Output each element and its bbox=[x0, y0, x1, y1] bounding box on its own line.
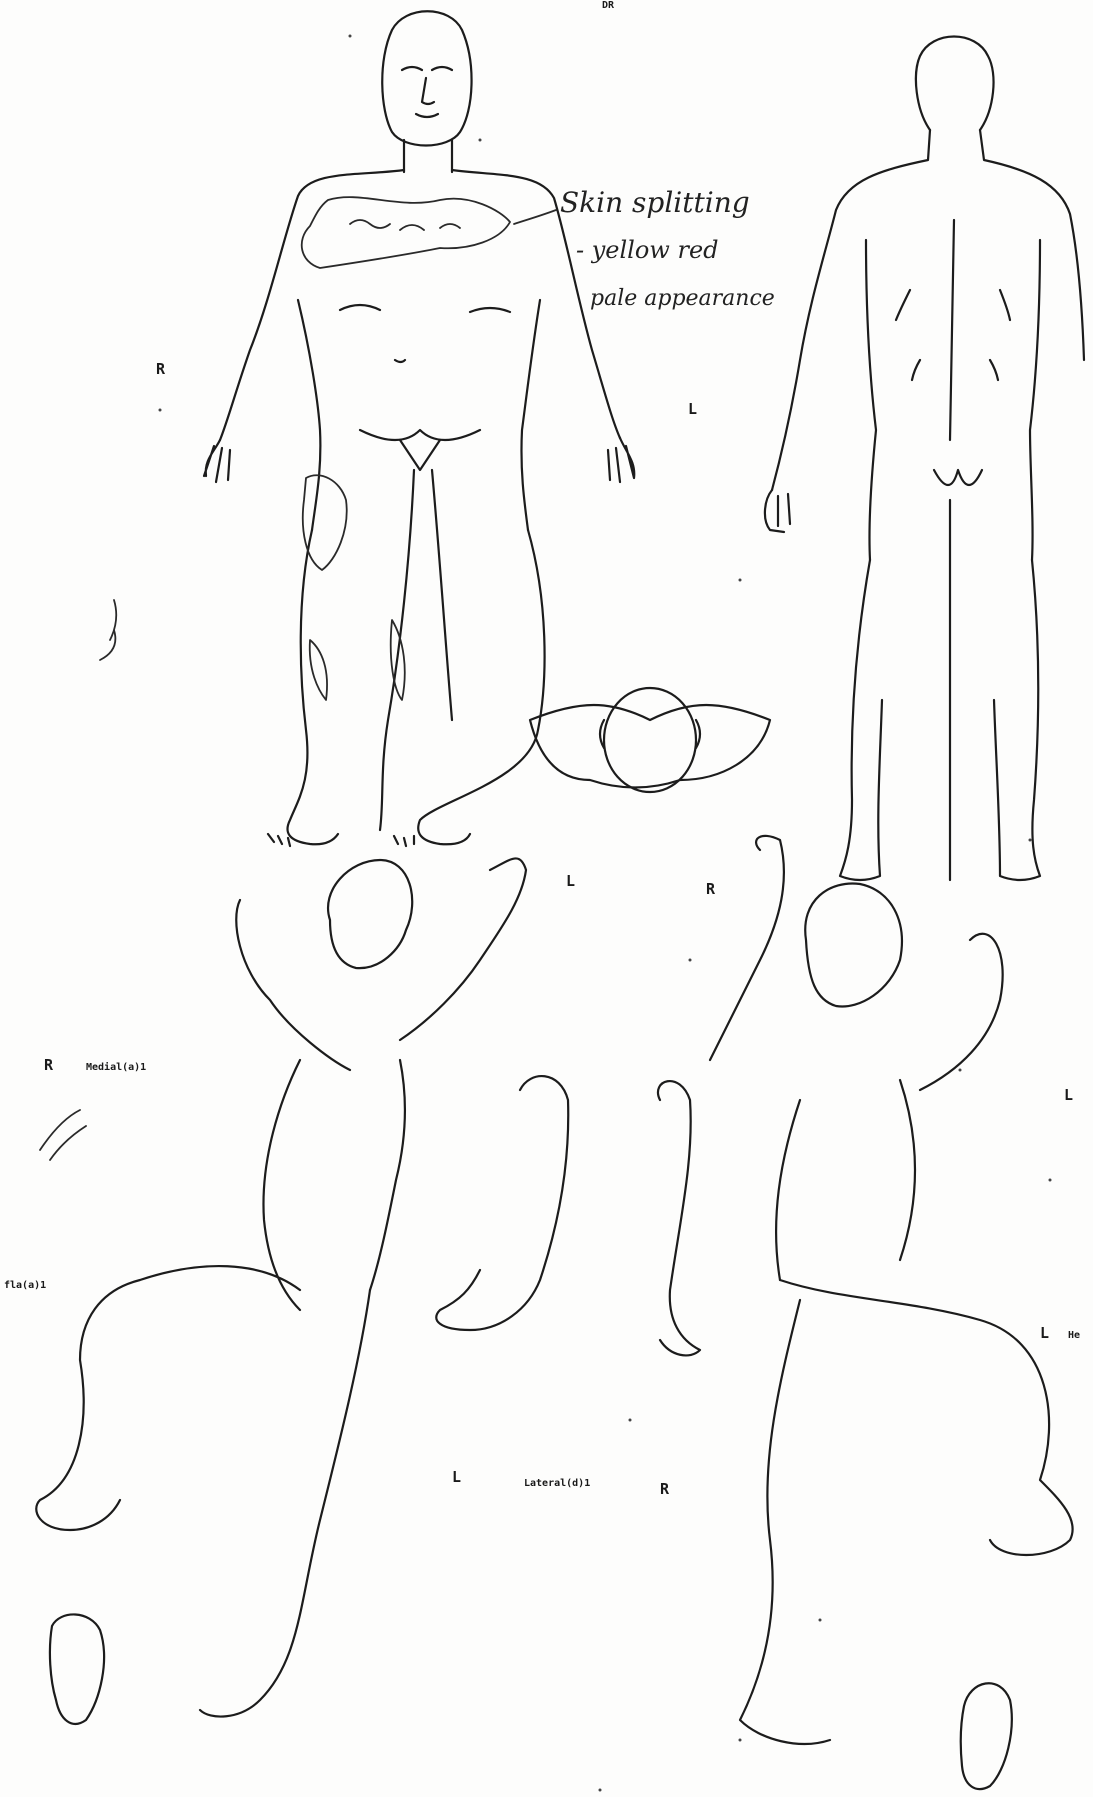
lateral-left-top-label: L bbox=[566, 872, 575, 890]
top-head-circle bbox=[604, 688, 696, 792]
front-view-figure bbox=[204, 11, 634, 846]
lat1-torso-back bbox=[370, 1060, 405, 1290]
front-torso-inner-left bbox=[521, 300, 540, 530]
lateral-right-top-label: R bbox=[706, 880, 715, 898]
front-right-label: R bbox=[156, 360, 165, 378]
front-right-arm bbox=[204, 440, 230, 482]
back-head bbox=[916, 37, 994, 131]
medial-text-label: Medial(a)1 bbox=[86, 1062, 146, 1073]
lat2-knee-leg bbox=[740, 1280, 1073, 1744]
lat1-knee-leg bbox=[36, 1266, 370, 1717]
top-code-label: DR bbox=[602, 0, 614, 11]
top-shoulders bbox=[530, 705, 770, 788]
front-torso-left-side bbox=[220, 170, 404, 440]
front-right-leg bbox=[288, 530, 339, 844]
chest-marked-area bbox=[302, 197, 510, 268]
right-thigh-marked-area bbox=[303, 475, 347, 570]
back-view-figure bbox=[765, 37, 1084, 881]
front-marked-areas bbox=[302, 197, 556, 700]
left-lateral-figure bbox=[36, 858, 568, 1723]
annotation-line-3: pale appearance bbox=[590, 286, 775, 311]
back-buttocks bbox=[934, 470, 982, 485]
front-groin bbox=[360, 430, 480, 470]
lat2-raised-arm-right bbox=[710, 836, 784, 1060]
front-pecs bbox=[340, 305, 510, 362]
chest-marked-swirls bbox=[350, 220, 460, 230]
bottom-l-label: L bbox=[452, 1468, 461, 1486]
right-l-he-label: L bbox=[1040, 1324, 1049, 1342]
right-lateral-figure bbox=[658, 836, 1073, 1789]
medial-r-label: R bbox=[44, 1056, 53, 1074]
front-left-label: L bbox=[688, 400, 697, 418]
lat1-torso-front bbox=[263, 1060, 300, 1310]
left-margin-scribbles bbox=[40, 600, 116, 1160]
lat1-raised-arm-left bbox=[236, 900, 350, 1070]
back-spine-and-muscles bbox=[896, 220, 1010, 440]
lat2-head bbox=[805, 883, 902, 1006]
front-right-leg-inner bbox=[380, 470, 414, 830]
lat2-foot-sole bbox=[961, 1683, 1012, 1789]
lateral-text-label: Lateral(d)1 bbox=[524, 1478, 590, 1489]
lat1-head bbox=[328, 860, 412, 968]
left-edge-fragment-label: fla(a)1 bbox=[4, 1280, 46, 1291]
front-left-arm bbox=[608, 438, 634, 482]
front-torso-inner-right bbox=[298, 300, 320, 530]
annotation-line-2: - yellow red bbox=[576, 236, 719, 264]
lat2-torso-back bbox=[776, 1100, 800, 1280]
scribble-2 bbox=[40, 1110, 86, 1160]
right-he-fragment-label: He bbox=[1068, 1330, 1080, 1341]
lat2-detached-arm bbox=[658, 1081, 700, 1355]
front-face-eyes bbox=[402, 67, 452, 70]
annotation-line-1: Skin splitting bbox=[560, 186, 750, 219]
annotation-leader-line bbox=[514, 210, 556, 224]
right-shin-marked-area bbox=[310, 640, 327, 700]
bottom-r-label: R bbox=[660, 1480, 669, 1498]
lat2-raised-arm-left bbox=[920, 934, 1003, 1090]
scribble-1 bbox=[100, 600, 116, 660]
right-l-label: L bbox=[1064, 1086, 1073, 1104]
lat2-torso-front bbox=[900, 1080, 915, 1260]
back-right-hand bbox=[765, 490, 790, 532]
front-left-leg bbox=[418, 530, 544, 844]
top-view-head-shoulders bbox=[530, 688, 770, 792]
lat1-detached-arm bbox=[436, 1076, 568, 1330]
front-left-leg-inner bbox=[432, 470, 452, 720]
lat1-foot-sole bbox=[50, 1614, 104, 1723]
back-neck-shoulders bbox=[772, 130, 1084, 490]
front-face-nose-mouth bbox=[416, 78, 438, 117]
top-ears bbox=[600, 720, 700, 748]
lat1-raised-arm-right bbox=[400, 858, 526, 1040]
